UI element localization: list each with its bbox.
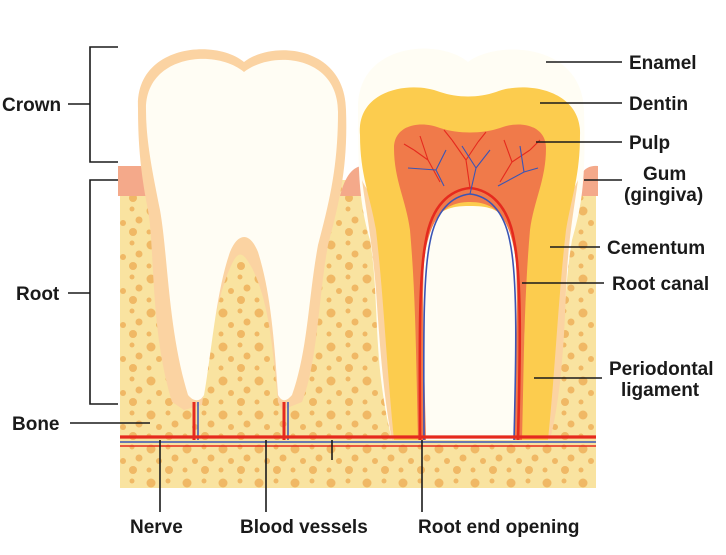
label-root-canal: Root canal — [612, 274, 709, 295]
label-gum: Gum — [643, 164, 686, 185]
label-bone: Bone — [12, 414, 60, 435]
label-cementum: Cementum — [607, 238, 705, 259]
label-enamel: Enamel — [629, 53, 697, 74]
label-crown: Crown — [2, 95, 61, 116]
label-periodontal: Periodontal — [609, 359, 714, 380]
left-tooth — [137, 49, 347, 440]
crown-bracket — [68, 46, 118, 163]
label-ligament: ligament — [621, 380, 700, 401]
base-vessels — [120, 435, 596, 447]
right-tooth — [357, 48, 585, 441]
label-root-end-opening: Root end opening — [418, 517, 579, 538]
label-root: Root — [16, 284, 60, 305]
label-blood-vessels: Blood vessels — [240, 517, 368, 538]
root-bracket — [68, 179, 118, 405]
label-dentin: Dentin — [629, 94, 688, 115]
pulp-chamber — [394, 124, 546, 440]
label-nerve: Nerve — [130, 517, 183, 538]
pointer-lines — [522, 61, 622, 379]
bottom-pointer-lines — [159, 440, 423, 512]
label-gingiva: (gingiva) — [624, 185, 703, 206]
label-pulp: Pulp — [629, 133, 670, 154]
left-tooth-enamel — [145, 58, 338, 401]
capillary-branches — [403, 129, 541, 195]
